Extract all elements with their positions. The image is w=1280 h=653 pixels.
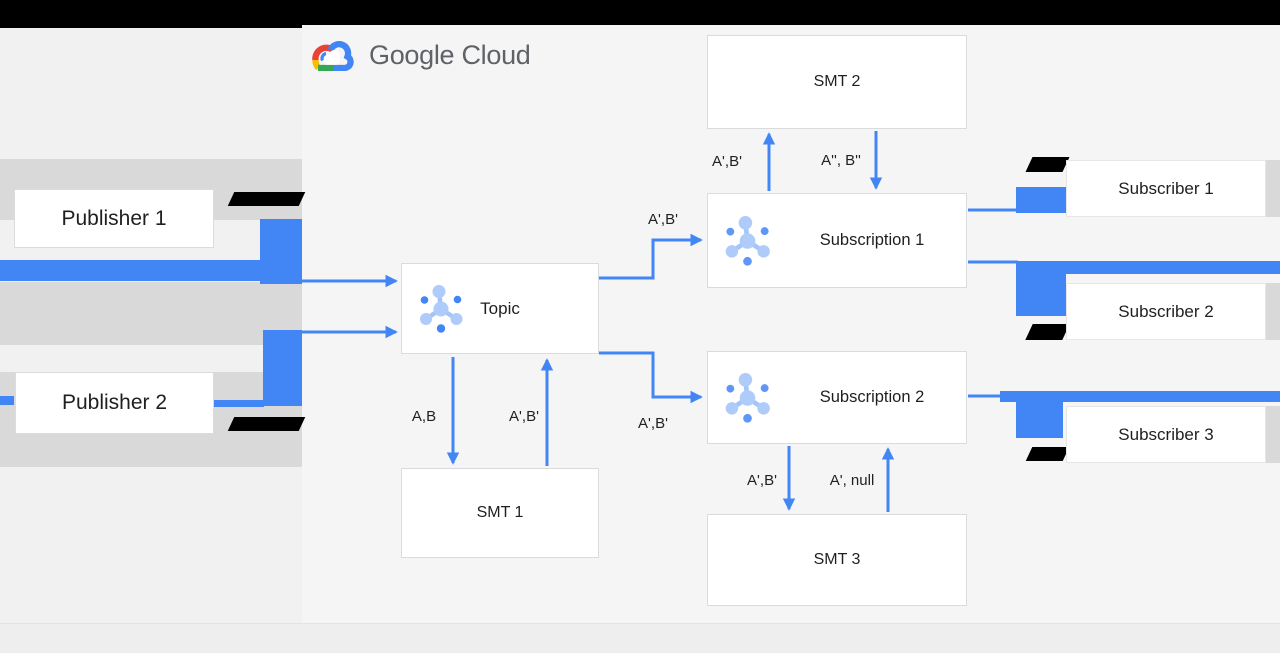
node-subscription-2: Subscription 2 [707, 351, 967, 444]
node-label: SMT 3 [813, 551, 861, 568]
node-label: Subscriber 3 [1118, 424, 1214, 444]
magnified-arrow-segment [1016, 261, 1280, 274]
pubsub-subscription-icon [725, 215, 770, 266]
magnified-gray-band [0, 282, 302, 345]
magnified-arrow-segment [1016, 402, 1063, 438]
node-smt-2: SMT 2 [707, 35, 967, 129]
edge-label-smt2-sub1: A'', B'' [821, 152, 861, 169]
magnified-label-mark [1025, 157, 1070, 172]
bottom-band [0, 623, 1280, 653]
node-label: SMT 2 [813, 73, 861, 90]
google-cloud-logo: Google Cloud [310, 40, 531, 71]
edge-label-sub1-smt2: A',B' [712, 153, 742, 170]
magnified-arrow-segment [214, 400, 264, 407]
node-label: Publisher 1 [61, 206, 167, 230]
node-publisher-2: Publisher 2 [15, 372, 214, 434]
node-smt-3: SMT 3 [707, 514, 967, 606]
magnified-arrow-segment [1016, 187, 1066, 213]
magnified-label-mark [227, 192, 306, 206]
magnified-gray-band [1266, 160, 1280, 217]
node-label: SMT 1 [476, 504, 524, 521]
magnified-arrow-segment [1016, 261, 1066, 316]
edge-label-smt3-sub2: A', null [829, 472, 875, 489]
magnified-label-mark [1025, 324, 1070, 340]
node-label: Subscriber 2 [1118, 301, 1214, 321]
node-subscriber-2: Subscriber 2 [1066, 283, 1266, 340]
magnified-arrow-segment [263, 330, 302, 406]
node-smt-1: SMT 1 [401, 468, 599, 558]
node-label: Subscriber 1 [1118, 178, 1214, 198]
magnified-arrow-segment [260, 219, 302, 284]
magnified-label-mark [1025, 447, 1070, 461]
node-label: Publisher 2 [61, 391, 168, 414]
magnified-arrow-segment [1000, 391, 1280, 402]
pubsub-topic-icon [420, 284, 463, 333]
top-letterbox-left [0, 0, 302, 28]
node-label: Subscription 1 [819, 231, 925, 249]
edge-label-topic-sub2: A',B' [638, 415, 668, 432]
magnified-left-strip: Publisher 1 Publisher 2 [0, 28, 306, 623]
edge-label-topic-smt1: A,B [411, 408, 437, 425]
node-subscription-1: Subscription 1 [707, 193, 967, 288]
edge-label-smt1-topic: A',B' [509, 408, 539, 425]
node-topic: Topic [401, 263, 599, 354]
google-cloud-logo-text: Google Cloud [369, 40, 531, 70]
magnified-gray-band [1266, 283, 1280, 340]
node-subscriber-1: Subscriber 1 [1066, 160, 1266, 217]
google-cloud-icon [312, 40, 354, 71]
edge-label-topic-sub1: A',B' [648, 211, 678, 228]
node-subscriber-3: Subscriber 3 [1066, 406, 1266, 463]
edge-label-sub2-smt3: A',B' [747, 472, 777, 489]
magnified-arrow-segment [0, 396, 14, 405]
top-letterbox-right [302, 0, 1280, 25]
pubsub-subscription-icon [725, 372, 770, 423]
node-publisher-1: Publisher 1 [14, 189, 214, 248]
node-label: Subscription 2 [819, 388, 925, 406]
magnified-arrow-segment [0, 260, 302, 281]
node-label: Topic [480, 298, 520, 318]
magnified-gray-band [1266, 406, 1280, 463]
magnified-label-mark [227, 417, 306, 431]
